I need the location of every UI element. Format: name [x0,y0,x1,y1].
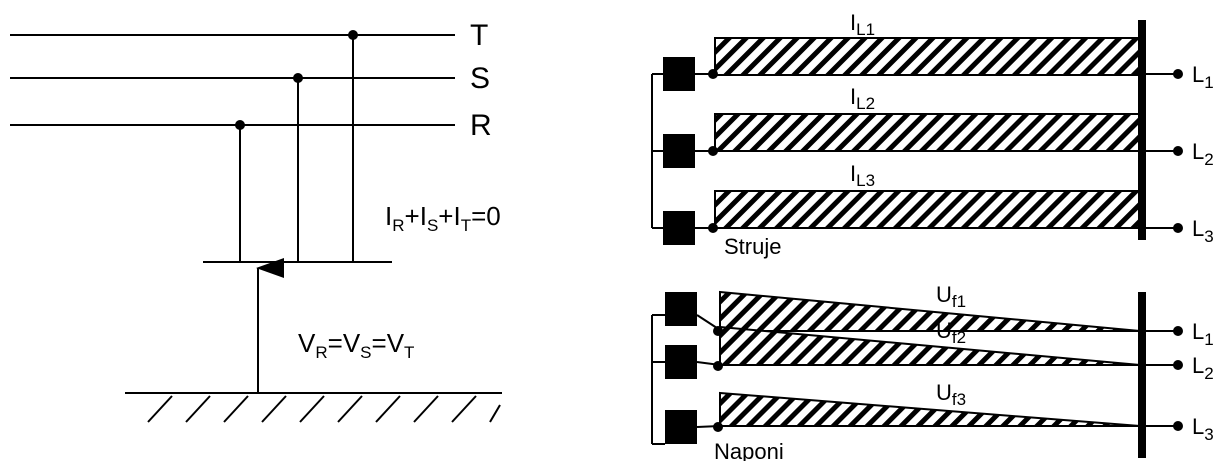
line-label-v-L1: L1 [1192,319,1214,349]
terminal-dot-L1 [1173,69,1183,79]
source-block-1 [663,57,695,91]
voltages-panel: Uf1 Uf2 Uf3 L1 L2 L3 Naponi [651,282,1214,461]
voltages-panel-title: Naponi [714,439,784,461]
voltage-wedge-1 [719,290,1141,332]
ground-hatching [147,395,501,423]
junction-dot-R [235,120,245,130]
load-bus-bar-v [1138,292,1146,458]
line-label-L3: L3 [1192,216,1214,246]
voltage-wedge-2 [719,325,1141,366]
source-block-v1 [665,292,697,326]
voltage-label-f1: Uf1 [936,282,966,311]
source-block-v2 [665,345,697,379]
line-label-L2: L2 [1192,139,1214,169]
source-block-2 [663,134,695,168]
line-label-v-L2: L2 [1192,353,1214,383]
current-band-3 [714,190,1141,229]
current-label-L1: IL1 [850,10,875,39]
phase-label-T: T [470,19,488,52]
terminal-dot-v-L2 [1173,360,1183,370]
current-label-L3: IL3 [850,161,875,190]
phase-label-S: S [470,62,490,95]
voltage-equality-equation: VR=VS=VT [298,328,414,362]
junction-dot-S [293,73,303,83]
junction-dot-T [348,30,358,40]
voltage-wedge-3 [719,391,1141,427]
line-label-v-L3: L3 [1192,414,1214,444]
voltage-label-f2: Uf2 [936,318,966,347]
current-sum-equation: IR+IS+IT=0 [385,201,501,235]
phase-label-R: R [470,109,492,142]
load-bus-bar [1138,20,1146,240]
line-label-L1: L1 [1192,62,1214,92]
source-block-v3 [665,410,697,444]
terminal-dot-v-L1 [1173,326,1183,336]
junction-dots [235,30,358,130]
current-band-2 [714,113,1141,152]
three-phase-bus-diagram [10,34,502,394]
terminal-dot-L3 [1173,223,1183,233]
terminal-dot-v-L3 [1173,421,1183,431]
terminal-dot-L2 [1173,146,1183,156]
currents-panel: IL1 IL2 IL3 L1 L2 L3 Struje [651,10,1214,259]
current-band-1 [714,37,1141,76]
current-label-L2: IL2 [850,84,875,113]
source-block-3 [663,211,695,245]
voltage-label-f3: Uf3 [936,380,966,409]
currents-panel-title: Struje [724,234,781,259]
